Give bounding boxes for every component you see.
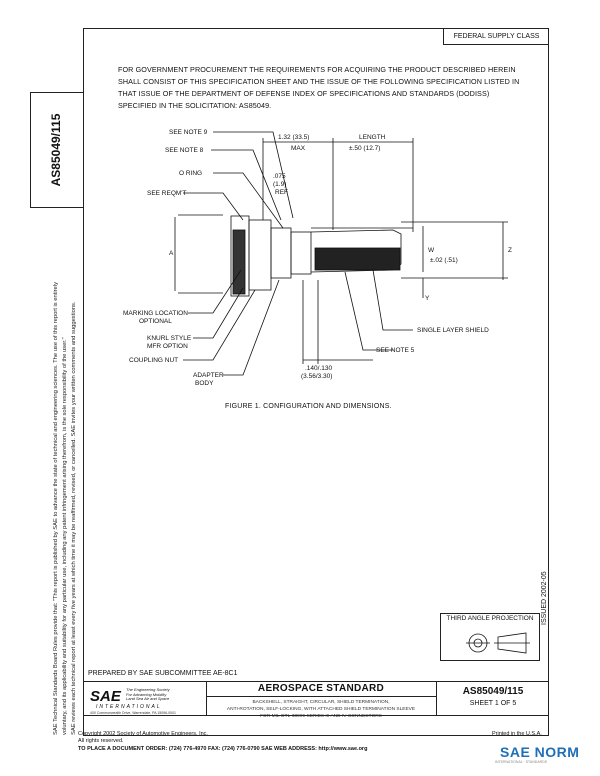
sae-international: INTERNATIONAL — [96, 704, 162, 710]
side-note-3: SAE reviews each technical report at lea… — [71, 301, 77, 735]
label-knurl-2: MFR OPTION — [147, 343, 188, 350]
knurl-region — [232, 229, 246, 295]
copyright: Copyright 2002 Society of Automotive Eng… — [78, 731, 208, 737]
leader-reqmt — [183, 192, 244, 221]
label-w-tol: ±.02 (.51) — [430, 257, 458, 264]
projection-symbol — [466, 632, 530, 654]
label-single-layer-shield: SINGLE LAYER SHIELD — [417, 327, 489, 334]
title-block-middle-rule — [206, 696, 436, 697]
leader-knurl — [193, 287, 244, 339]
sheet-number: SHEET 1 OF 5 — [469, 700, 517, 707]
label-marking-1: MARKING LOCATION — [123, 310, 188, 317]
label-adapter-1: ADAPTER — [193, 372, 224, 379]
label-dim-bottom-2: (3.56/3.30) — [301, 373, 332, 380]
label-see-note-5: SEE NOTE 5 — [376, 347, 415, 354]
aerospace-standard-title: AEROSPACE STANDARD — [257, 683, 385, 694]
label-o-ring: O RING — [179, 170, 202, 177]
page-frame — [83, 28, 549, 736]
procurement-text: FOR GOVERNMENT PROCUREMENT THE REQUIREME… — [118, 65, 520, 110]
document-number: AS85049/115 — [462, 686, 524, 697]
sae-address: 400 Commonwealth Drive, Warrendale, PA 1… — [90, 711, 176, 715]
title-block-divider-2 — [436, 681, 437, 715]
doc-number-vertical: AS85049/115 — [49, 113, 63, 187]
adapter-body — [248, 219, 272, 291]
leader-note-5 — [344, 271, 393, 351]
side-note-1: SAE Technical Standards Board Rules prov… — [53, 282, 59, 735]
adapter-neck — [270, 227, 292, 279]
sae-logo: SAE — [90, 688, 121, 705]
label-y: Y — [425, 295, 430, 302]
label-knurl-1: KNURL STYLE — [147, 335, 192, 342]
watermark-tag: INTERNATIONAL · STANDARDS — [495, 760, 548, 764]
label-dim-bottom-1: .140/.130 — [305, 365, 332, 372]
leader-note-8 — [211, 149, 282, 221]
order-info: TO PLACE A DOCUMENT ORDER: (724) 776-497… — [78, 746, 368, 752]
leader-o-ring — [213, 172, 284, 229]
doc-number-box — [30, 92, 83, 208]
label-ref-2: (1.9) — [273, 181, 286, 188]
printed-in: Printed in the U.S.A. — [492, 731, 542, 737]
leader-adapter — [223, 279, 280, 376]
label-marking-2: OPTIONAL — [139, 318, 172, 325]
title-block-bottom-rule — [83, 715, 549, 716]
label-ref-3: REF — [275, 189, 288, 196]
label-dim-max-2: MAX — [291, 145, 306, 152]
rights-reserved: All rights reserved. — [78, 738, 124, 744]
title-block-top-rule — [83, 681, 549, 682]
leader-coupling — [183, 289, 256, 361]
label-see-reqmt: SEE REQM'T — [147, 190, 187, 197]
sleeve — [290, 231, 312, 275]
label-see-note-9: SEE NOTE 9 — [169, 129, 208, 136]
label-see-note-8: SEE NOTE 8 — [165, 147, 204, 154]
document-subtitle: BACKSHELL, STRAIGHT, CIRCULAR, SHIELD TE… — [226, 700, 416, 719]
figure-caption: FIGURE 1. CONFIGURATION AND DIMENSIONS. — [225, 403, 392, 410]
leader-shield — [372, 269, 413, 331]
label-w: W — [428, 247, 435, 254]
leader-marking — [188, 269, 242, 314]
leader-note-9 — [213, 131, 294, 219]
label-ref-1: .075 — [273, 173, 286, 180]
label-dim-max-1: 1.32 (33.5) — [278, 134, 309, 141]
prepared-by: PREPARED BY SAE SUBCOMMITTEE AE-8C1 — [88, 670, 238, 677]
projection-box — [440, 613, 540, 661]
issued-date: ISSUED 2002-05 — [541, 571, 548, 625]
side-note-2: voluntary, and its applicability and sui… — [62, 337, 68, 735]
configuration-diagram: SEE NOTE 9 SEE NOTE 8 O RING SEE REQM'T … — [123, 129, 512, 387]
label-z: Z — [508, 247, 512, 254]
label-length-2: ±.50 (12.7) — [349, 145, 380, 152]
shield-braid — [314, 247, 401, 271]
sae-tagline: The Engineering Society For Advancing Mo… — [126, 687, 170, 701]
label-adapter-2: BODY — [195, 380, 214, 387]
sae-norm-watermark: SAE NORM — [500, 744, 580, 760]
label-a: A — [169, 250, 174, 257]
title-block-divider-1 — [206, 681, 207, 715]
label-length-1: LENGTH — [359, 134, 386, 141]
federal-supply-class: FEDERAL SUPPLY CLASS — [443, 28, 549, 45]
label-coupling-nut: COUPLING NUT — [129, 357, 178, 364]
projection-label: THIRD ANGLE PROJECTION — [446, 615, 534, 622]
